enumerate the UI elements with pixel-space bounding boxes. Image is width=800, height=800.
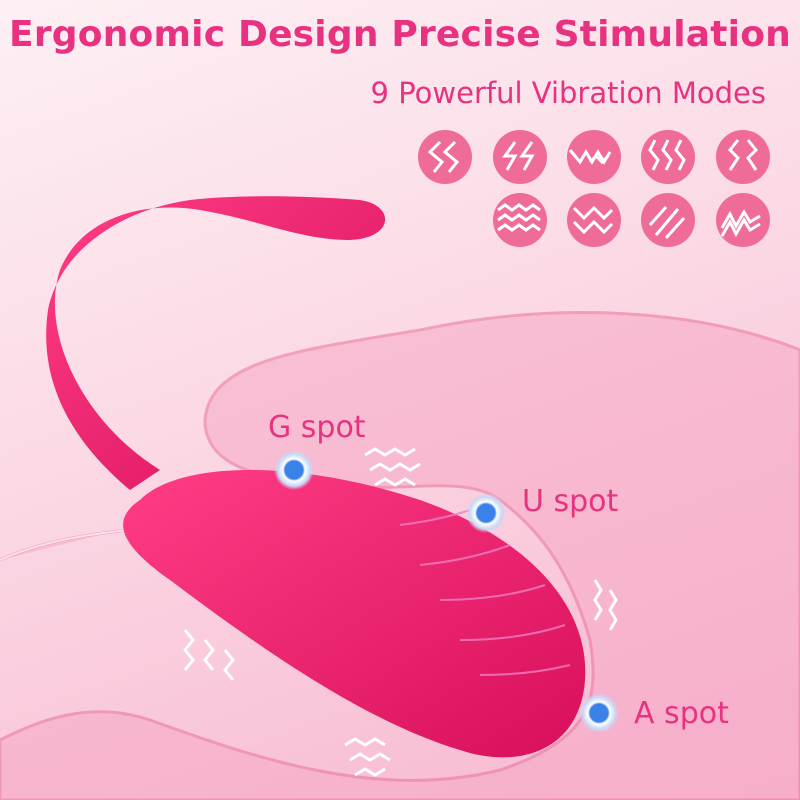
lightning-icon bbox=[493, 130, 547, 184]
subheadline: 9 Powerful Vibration Modes bbox=[370, 76, 766, 110]
a-spot-label: A spot bbox=[634, 696, 729, 731]
vibration-waves bbox=[183, 447, 618, 777]
u-spot-marker bbox=[466, 493, 506, 533]
g-spot-marker bbox=[274, 450, 314, 490]
device-tail bbox=[46, 196, 386, 490]
sawtooth-icon bbox=[716, 193, 770, 247]
g-spot-label: G spot bbox=[268, 410, 366, 445]
wave-double-icon bbox=[567, 193, 621, 247]
u-spot-label: U spot bbox=[522, 484, 619, 519]
headline: Ergonomic Design Precise Stimulation bbox=[9, 14, 791, 55]
diagonal-lines-icon bbox=[641, 193, 695, 247]
zigzag-triple-icon bbox=[641, 130, 695, 184]
zigzag-mirror-icon bbox=[716, 130, 770, 184]
device-body bbox=[123, 470, 586, 758]
wave-burst-icon bbox=[567, 130, 621, 184]
a-spot-marker bbox=[579, 693, 619, 733]
wave-triple-icon bbox=[493, 193, 547, 247]
zigzag-double-icon bbox=[418, 130, 472, 184]
vibration-modes bbox=[418, 130, 770, 247]
